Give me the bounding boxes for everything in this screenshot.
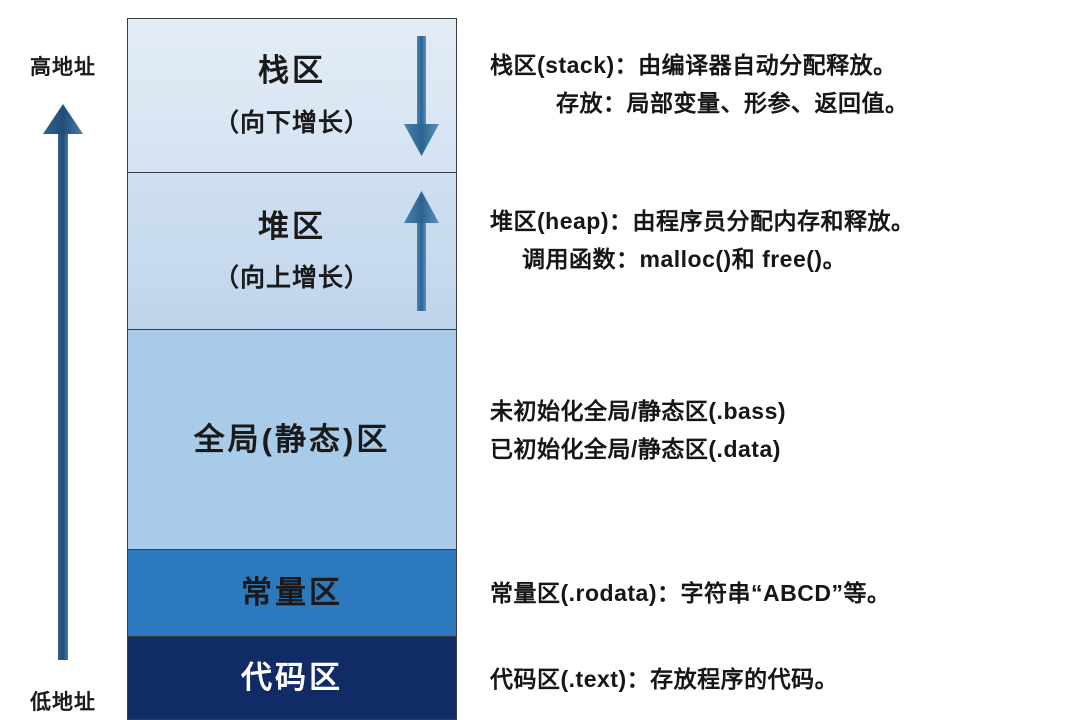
memory-block-constant-title: 常量区	[241, 575, 343, 611]
memory-layout-column: 栈区 （向下增长） 堆区 （向上增长）	[127, 18, 457, 720]
memory-block-heap-subtitle: （向上增长）	[213, 264, 370, 293]
memory-block-stack-title: 栈区	[258, 53, 326, 89]
memory-block-global-static: 全局(静态)区	[127, 329, 457, 550]
memory-block-stack-subtitle: （向下增长）	[213, 108, 370, 137]
description-heap-line-2: 调用函数：malloc()和 free()。	[522, 246, 847, 272]
description-stack: 栈区(stack)：由编译器自动分配释放。 存放：局部变量、形参、返回值。	[490, 46, 1080, 122]
description-stack-line-2: 存放：局部变量、形参、返回值。	[556, 90, 909, 116]
description-column: 栈区(stack)：由编译器自动分配释放。 存放：局部变量、形参、返回值。 堆区…	[490, 0, 1080, 720]
description-global-static-line-2: 已初始化全局/静态区(.data)	[490, 436, 781, 462]
description-global-static-line-1: 未初始化全局/静态区(.bass)	[490, 398, 787, 424]
description-global-static: 未初始化全局/静态区(.bass) 已初始化全局/静态区(.data)	[490, 392, 1080, 468]
memory-block-heap-title: 堆区	[258, 208, 326, 244]
high-address-label: 高地址	[30, 56, 96, 79]
address-axis: 高地址 低地址	[0, 0, 126, 720]
memory-block-stack: 栈区 （向下增长）	[127, 18, 457, 173]
description-heap-line-1: 堆区(heap)：由程序员分配内存和释放。	[490, 208, 915, 234]
memory-block-code: 代码区	[127, 636, 457, 720]
stack-grow-down-arrow-icon	[404, 35, 439, 156]
address-direction-arrow-icon	[43, 104, 83, 660]
description-stack-line-1: 栈区(stack)：由编译器自动分配释放。	[490, 52, 897, 78]
heap-grow-up-arrow-icon	[404, 191, 439, 311]
description-constant: 常量区(.rodata)：字符串“ABCD”等。	[490, 574, 1080, 612]
description-heap: 堆区(heap)：由程序员分配内存和释放。 调用函数：malloc()和 fre…	[490, 202, 1080, 278]
memory-block-heap: 堆区 （向上增长）	[127, 172, 457, 330]
memory-block-global-static-title: 全局(静态)区	[193, 421, 391, 457]
low-address-label: 低地址	[30, 691, 96, 714]
description-constant-line-1: 常量区(.rodata)：字符串“ABCD”等。	[490, 580, 891, 606]
description-code: 代码区(.text)：存放程序的代码。	[490, 660, 1080, 698]
memory-block-code-title: 代码区	[241, 660, 343, 696]
memory-block-constant: 常量区	[127, 549, 457, 637]
description-code-line-1: 代码区(.text)：存放程序的代码。	[490, 666, 839, 692]
